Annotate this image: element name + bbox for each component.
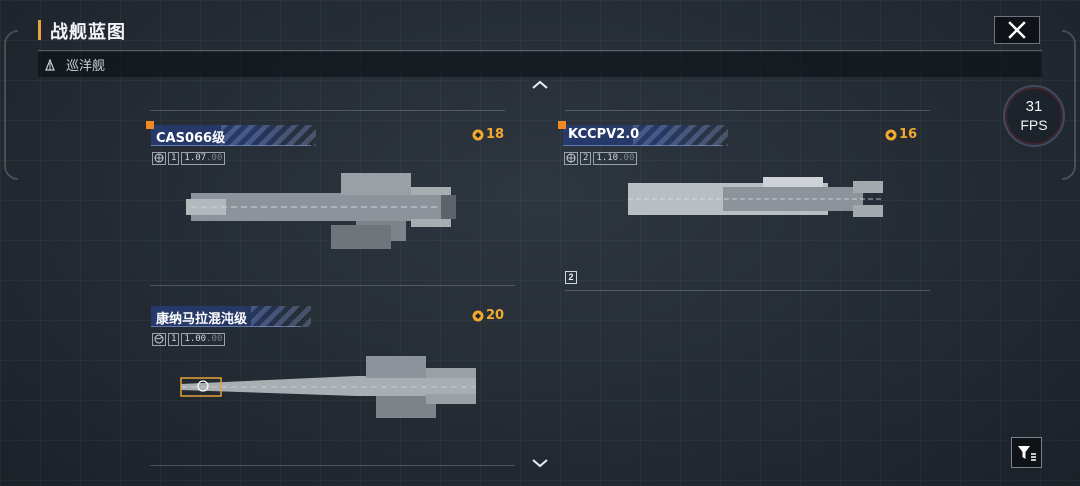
ship-name-tag: KCCPV2.0 [563, 125, 728, 146]
fps-unit: FPS [1020, 117, 1048, 133]
globe-icon [564, 151, 578, 165]
cruiser-icon [45, 58, 55, 71]
filter-button[interactable] [1011, 437, 1042, 468]
new-indicator [146, 121, 154, 129]
ship-stat: 1.10.00 [593, 151, 638, 165]
filter-icon [1017, 445, 1036, 461]
ship-stat-row: 1 1.07.00 [152, 151, 226, 165]
header: 战舰蓝图 [38, 14, 1042, 50]
ship-cost-value: 20 [486, 308, 505, 323]
ship-cost: 18 [472, 127, 504, 142]
fps-counter: 31 FPS [1003, 85, 1065, 147]
ship-name: CAS066级 [156, 131, 226, 146]
ship-type-bar[interactable]: 巡洋舰 [38, 52, 1042, 77]
ship-name: 康纳马拉混沌级 [156, 312, 248, 327]
cost-icon [472, 129, 484, 140]
ship-blueprint-image [186, 173, 456, 249]
ship-level: 1 [168, 151, 180, 165]
world-icon [152, 332, 166, 346]
ship-card[interactable]: 康纳马拉混沌级 20 1 1.00.00 [151, 306, 511, 461]
page-title: 战舰蓝图 [50, 22, 126, 43]
chevron-down-icon[interactable] [531, 458, 549, 468]
ship-card[interactable]: CAS066级 18 1 1.07.00 [146, 121, 511, 285]
ship-blueprint-image [180, 356, 476, 418]
ship-cost-value: 16 [899, 127, 918, 142]
ship-cost-value: 18 [486, 127, 505, 142]
close-icon [1008, 21, 1026, 39]
ship-name: KCCPV2.0 [568, 127, 640, 142]
ship-level: 2 [580, 151, 592, 165]
ship-card[interactable]: KCCPV2.0 16 2 1.10.00 2 [558, 121, 923, 285]
new-indicator [558, 121, 566, 129]
ship-stat: 1.00.00 [181, 332, 226, 346]
ship-cost: 20 [472, 308, 504, 323]
ship-cost: 16 [885, 127, 917, 142]
ship-name-tag: CAS066级 [151, 125, 316, 146]
ship-stat-row: 1 1.00.00 [152, 332, 226, 346]
ship-stat: 1.07.00 [181, 151, 226, 165]
ship-stat-row: 2 1.10.00 [564, 151, 638, 165]
globe-icon [152, 151, 166, 165]
header-divider [38, 50, 1042, 51]
chevron-up-icon[interactable] [531, 80, 549, 90]
right-edge-bracket [1062, 30, 1076, 180]
fps-value: 31 [1025, 98, 1043, 115]
ship-name-tag: 康纳马拉混沌级 [151, 306, 311, 327]
ship-type-label: 巡洋舰 [66, 59, 106, 74]
ship-level: 1 [168, 332, 180, 346]
cost-icon [472, 310, 484, 321]
close-button[interactable] [994, 16, 1040, 44]
left-edge-bracket [4, 30, 18, 180]
cost-icon [885, 129, 897, 140]
tier-badge: 2 [565, 271, 577, 284]
ship-blueprint-image [628, 177, 883, 217]
title-accent-bar [38, 20, 41, 40]
